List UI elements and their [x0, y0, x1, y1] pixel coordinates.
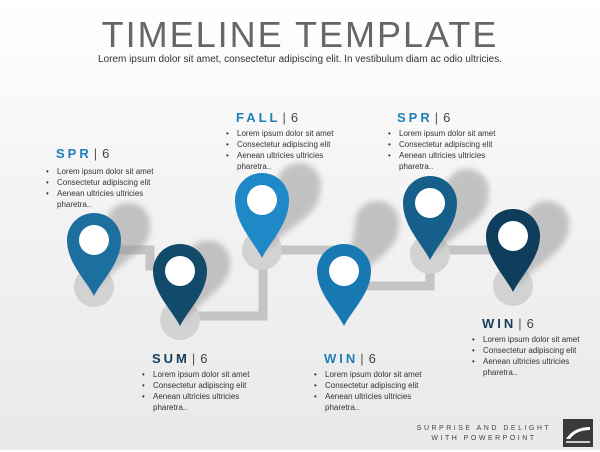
milestone-1-label: SPR|6	[56, 146, 112, 161]
milestone-1-bullets: Lorem ipsum dolor sit amet Consectetur a…	[46, 166, 166, 210]
milestone-1-bullet: Aenean ultricies ultricies pharetra..	[46, 188, 149, 210]
milestone-2-season: SUM	[152, 351, 190, 366]
pin-4	[317, 244, 371, 326]
milestone-6-bullets: Lorem ipsum dolor sit amet Consectetur a…	[472, 334, 592, 378]
milestone-1-bullet: Lorem ipsum dolor sit amet	[46, 166, 166, 177]
milestone-2-bullet: Lorem ipsum dolor sit amet	[142, 369, 262, 380]
milestone-6-season: WIN	[482, 316, 517, 331]
milestone-2-year: 6	[200, 351, 211, 366]
milestone-2-bullet: Aenean ultricies ultricies pharetra..	[142, 391, 245, 413]
milestone-4-season: WIN	[324, 351, 359, 366]
milestone-3-year: 6	[290, 110, 302, 125]
milestone-1-season: SPR	[56, 146, 92, 161]
milestone-3-bullet: Consectetur adipiscing elit	[226, 139, 346, 150]
milestone-3-separator: |	[282, 110, 289, 125]
pin-1	[67, 213, 121, 296]
milestone-6-bullet: Aenean ultricies ultricies pharetra..	[472, 356, 575, 378]
milestone-3-bullets: Lorem ipsum dolor sit amet Consectetur a…	[226, 128, 346, 172]
milestone-5-bullets: Lorem ipsum dolor sit amet Consectetur a…	[388, 128, 508, 172]
milestone-5-separator: |	[434, 110, 442, 125]
milestone-4-label: WIN|6	[324, 351, 379, 366]
milestone-2-label: SUM|6	[152, 351, 211, 366]
milestone-5-year: 6	[443, 110, 454, 125]
milestone-1-separator: |	[93, 146, 101, 161]
footer-tagline: SURPRISE AND DELIGHT WITH POWERPOINT	[410, 424, 558, 444]
milestone-3-season: FALL	[236, 110, 281, 125]
milestone-6-separator: |	[518, 316, 525, 331]
milestone-6-bullet: Consectetur adipiscing elit	[472, 345, 592, 356]
footer-line-1: SURPRISE AND DELIGHT	[416, 425, 552, 432]
milestone-6-bullet: Lorem ipsum dolor sit amet	[472, 334, 592, 345]
milestone-5-label: SPR|6	[397, 110, 453, 125]
milestone-4-year: 6	[368, 351, 379, 366]
milestone-2-bullets: Lorem ipsum dolor sit amet Consectetur a…	[142, 369, 262, 413]
milestone-1-bullet: Consectetur adipiscing elit	[46, 177, 166, 188]
page-subtitle: Lorem ipsum dolor sit amet, consectetur …	[97, 54, 503, 65]
pin-6	[486, 209, 540, 292]
milestone-3-bullet: Lorem ipsum dolor sit amet	[226, 128, 346, 139]
milestone-2-bullet: Consectetur adipiscing elit	[142, 380, 262, 391]
milestone-4-bullets: Lorem ipsum dolor sit amet Consectetur a…	[314, 369, 434, 413]
milestone-4-bullet: Aenean ultricies ultricies pharetra..	[314, 391, 417, 413]
milestone-5-bullet: Lorem ipsum dolor sit amet	[388, 128, 508, 139]
milestone-2-separator: |	[191, 351, 199, 366]
milestone-4-bullet: Consectetur adipiscing elit	[314, 380, 434, 391]
milestone-3-bullet: Aenean ultricies ultricies pharetra..	[226, 150, 329, 172]
milestone-3-label: FALL|6	[236, 110, 301, 125]
pin-5	[403, 176, 457, 260]
pin-3	[235, 173, 289, 258]
footer-line-2: WITH POWERPOINT	[431, 435, 537, 442]
page-title: TIMELINE TEMPLATE	[101, 14, 499, 55]
milestone-4-separator: |	[360, 351, 367, 366]
milestone-6-year: 6	[526, 316, 537, 331]
pin-2	[153, 244, 207, 326]
milestone-1-year: 6	[102, 146, 113, 161]
milestone-5-season: SPR	[397, 110, 433, 125]
milestone-5-bullet: Consectetur adipiscing elit	[388, 139, 508, 150]
milestone-4-bullet: Lorem ipsum dolor sit amet	[314, 369, 434, 380]
milestone-5-bullet: Aenean ultricies ultricies pharetra..	[388, 150, 491, 172]
milestone-6-label: WIN|6	[482, 316, 537, 331]
brand-logo-icon	[563, 419, 593, 447]
